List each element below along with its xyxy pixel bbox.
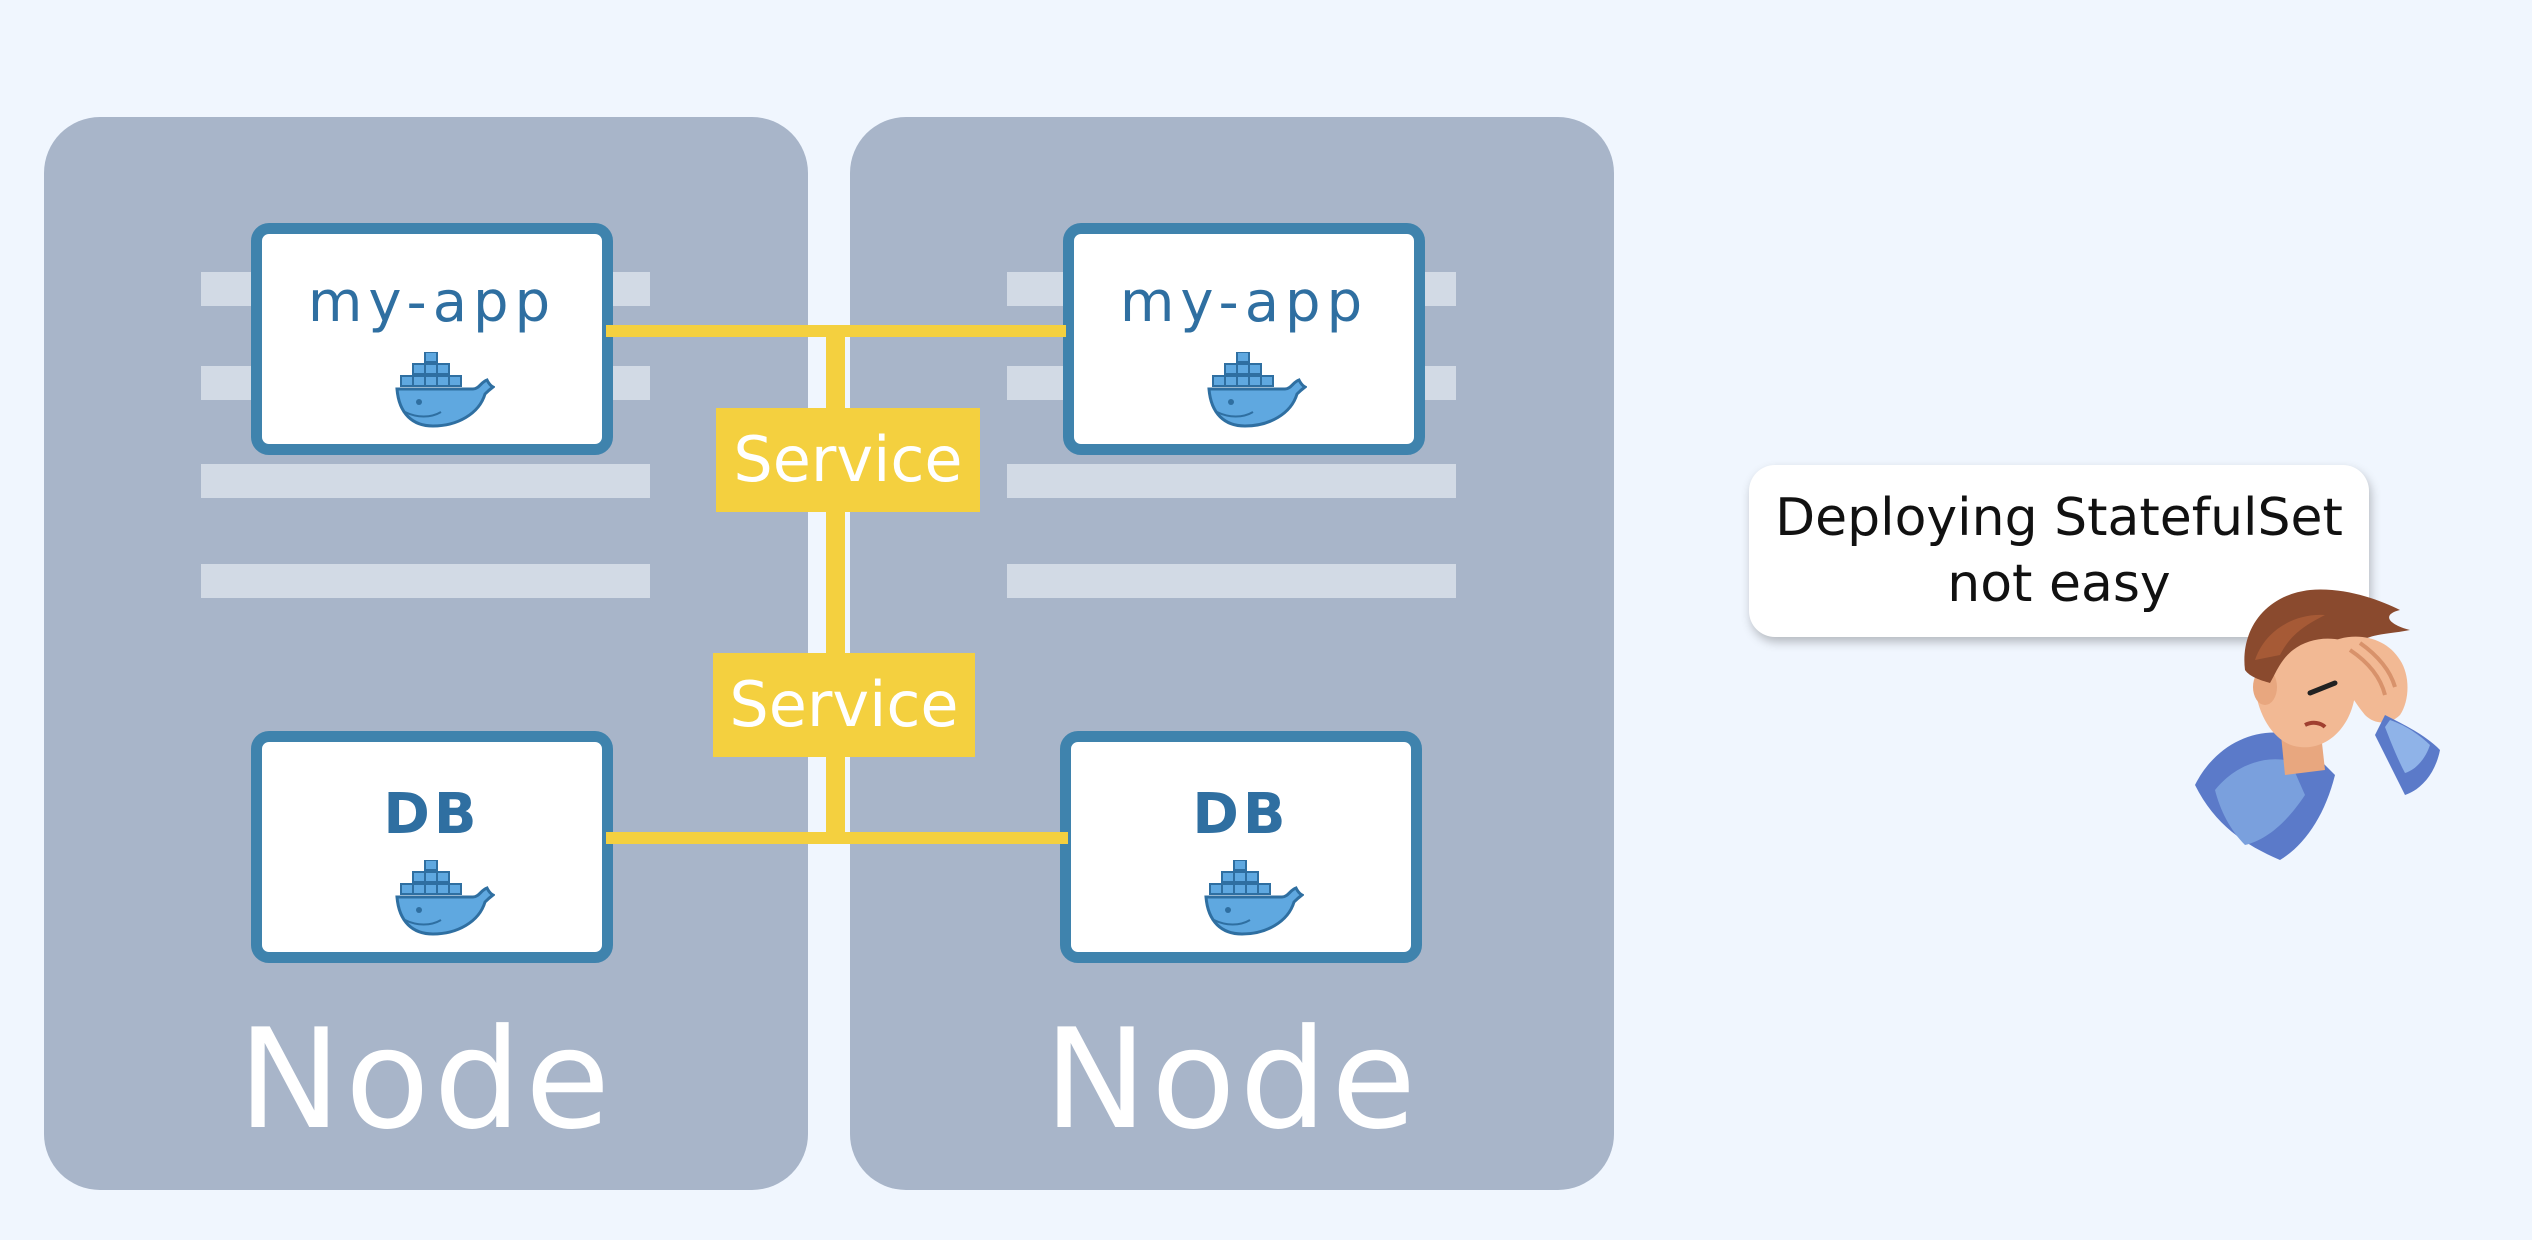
pod-label: my-app [307, 270, 557, 335]
pod-my-app: my-app [1063, 223, 1425, 455]
docker-whale-icon [1204, 860, 1304, 936]
docker-whale-icon [395, 860, 495, 936]
bubble-text-line-1: Deploying StatefulSet [1775, 488, 2343, 548]
pod-my-app: my-app [251, 223, 613, 455]
node-stripe [201, 564, 650, 598]
docker-whale-icon [1207, 352, 1307, 428]
docker-whale-icon [395, 352, 495, 428]
pod-label: DB [383, 782, 481, 847]
node-label: Node [1043, 999, 1421, 1160]
pod-label: DB [1192, 782, 1290, 847]
bubble-text-line-2: not easy [1947, 554, 2171, 614]
node-1: my-app DB Node [44, 117, 808, 1190]
service-my-app: Service [716, 408, 980, 512]
node-stripe [1007, 464, 1456, 498]
pod-label: my-app [1119, 270, 1369, 335]
service-db: Service [713, 653, 975, 757]
node-stripe [1007, 564, 1456, 598]
service-connector-line [835, 325, 845, 844]
node-label: Node [237, 999, 615, 1160]
pod-db: DB [1060, 731, 1422, 963]
speech-bubble: Deploying StatefulSet not easy [1749, 465, 2369, 637]
node-stripe [201, 464, 650, 498]
node-2: my-app DB Node [850, 117, 1614, 1190]
pod-db: DB [251, 731, 613, 963]
stressed-person-illustration [2195, 589, 2440, 860]
